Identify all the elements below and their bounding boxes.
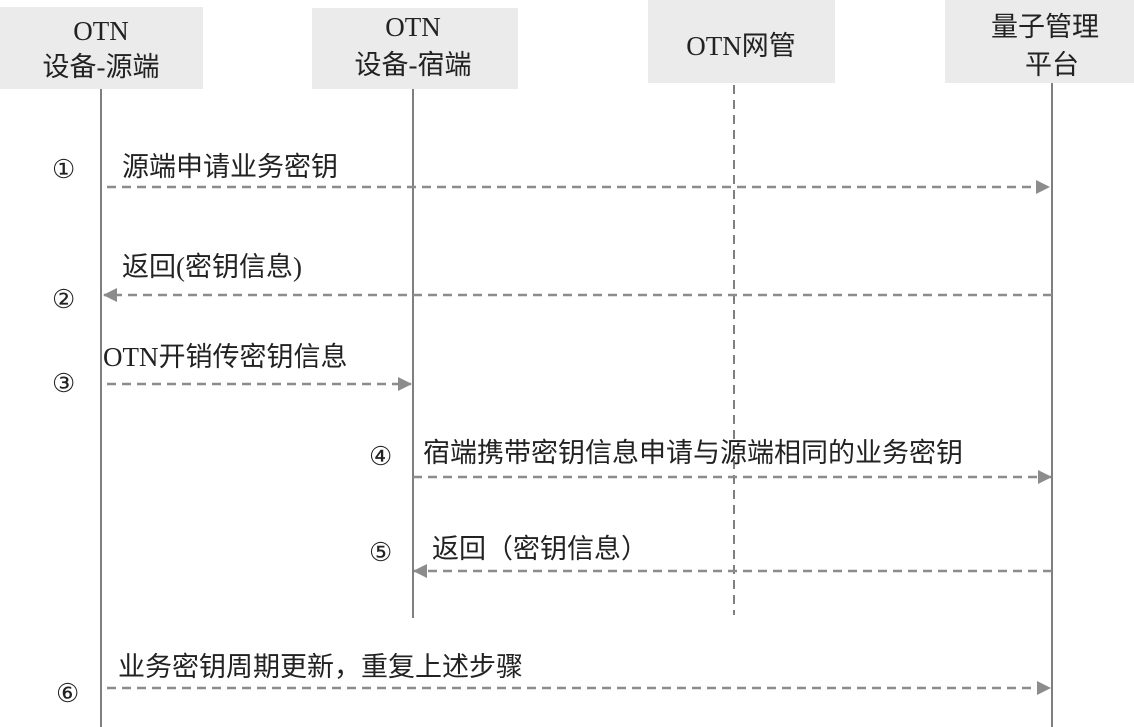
message-3: ③ OTN开销传密钥信息 <box>52 342 412 398</box>
message-4: ④ 宿端携带密钥信息申请与源端相同的业务密钥 <box>369 438 1052 484</box>
message-label: 源端申请业务密钥 <box>122 152 338 182</box>
message-label: 业务密钥周期更新，重复上述步骤 <box>118 652 523 682</box>
participant-label: OTN <box>73 16 129 46</box>
step-number: ⑥ <box>56 679 79 708</box>
participant-label: OTN网管 <box>686 31 796 61</box>
step-number: ③ <box>52 369 75 398</box>
participant-label: OTN <box>385 12 441 42</box>
message-1: ① 源端申请业务密钥 <box>52 152 1050 194</box>
message-label: 宿端携带密钥信息申请与源端相同的业务密钥 <box>423 438 963 468</box>
step-number: ① <box>52 155 75 184</box>
step-number: ④ <box>369 442 392 471</box>
participant-label: 设备-宿端 <box>355 50 472 80</box>
participant-otn-sink: OTN 设备-宿端 <box>312 8 518 89</box>
message-label: 返回（密钥信息） <box>432 534 648 564</box>
step-number: ② <box>52 285 75 314</box>
step-number: ⑤ <box>369 538 392 567</box>
participant-quantum-platform: 量子管理 平台 <box>945 0 1134 83</box>
participant-otn-nms: OTN网管 <box>648 0 835 83</box>
message-6: ⑥ 业务密钥周期更新，重复上述步骤 <box>56 652 1051 708</box>
message-5: ⑤ 返回（密钥信息） <box>369 534 1052 578</box>
participant-label: 设备-源端 <box>43 52 160 82</box>
participant-label: 量子管理 <box>991 12 1099 42</box>
message-label: 返回(密钥信息) <box>122 252 302 282</box>
message-2: ② 返回(密钥信息) <box>52 252 1052 314</box>
participant-otn-source: OTN 设备-源端 <box>0 7 203 89</box>
participant-label: 平台 <box>1025 50 1079 80</box>
message-label: OTN开销传密钥信息 <box>103 342 348 372</box>
